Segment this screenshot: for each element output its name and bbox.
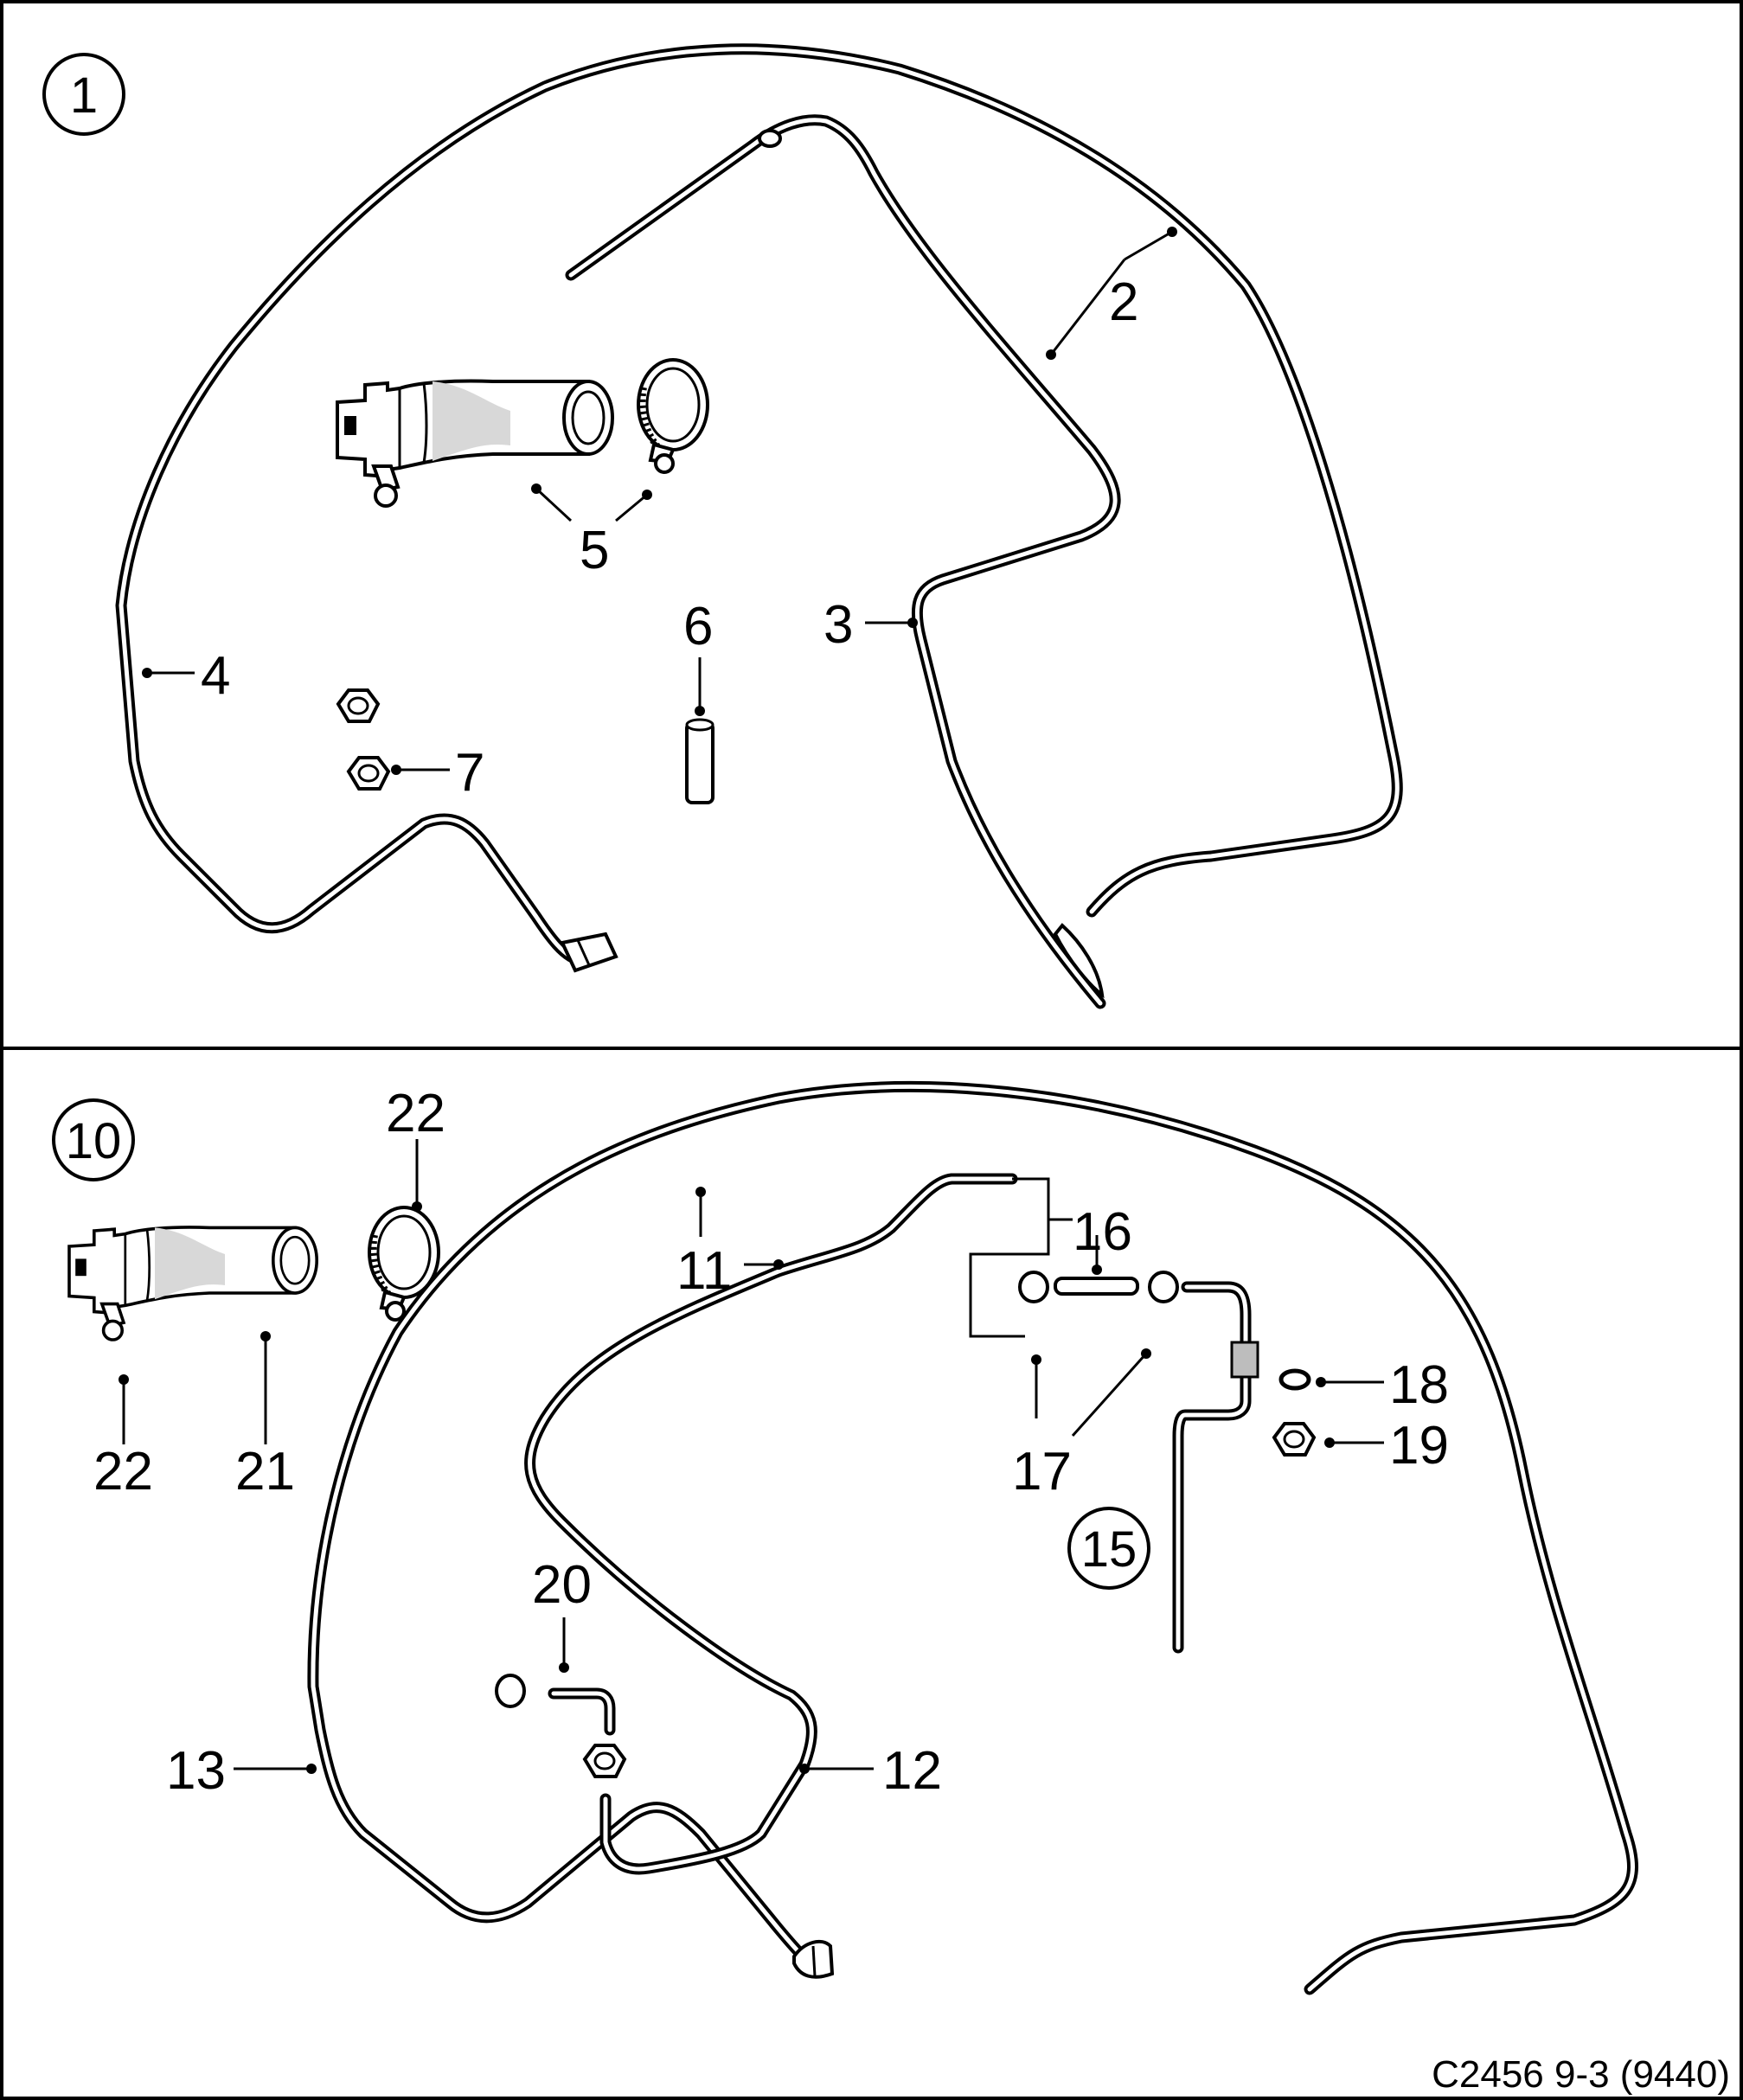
badge-10: 10 bbox=[52, 1098, 135, 1181]
brake-line-12 bbox=[524, 1173, 1018, 1875]
label-22-top: 22 bbox=[386, 1084, 445, 1143]
label-13: 13 bbox=[166, 1741, 226, 1801]
nut-7a bbox=[336, 688, 380, 723]
brake-line-4 bbox=[115, 43, 1403, 973]
badge-15: 15 bbox=[1067, 1507, 1150, 1590]
label-16: 16 bbox=[1073, 1202, 1132, 1262]
brake-hose-5 bbox=[336, 379, 614, 508]
badge-10-text: 10 bbox=[66, 1113, 122, 1169]
label-2: 2 bbox=[1109, 272, 1138, 332]
label-7: 7 bbox=[455, 743, 484, 803]
line-3-end-loop bbox=[1053, 923, 1105, 999]
label-5: 5 bbox=[580, 521, 609, 580]
line-3-connector bbox=[758, 129, 782, 148]
nut-19 bbox=[1272, 1422, 1316, 1457]
badge-1: 1 bbox=[42, 53, 125, 136]
label-4: 4 bbox=[201, 646, 230, 706]
brake-line-3 bbox=[565, 114, 1121, 1009]
badge-1-text: 1 bbox=[70, 67, 98, 124]
hose-clamp-5 bbox=[638, 360, 708, 472]
label-21: 21 bbox=[235, 1442, 295, 1501]
bottom-panel: 10 15 bbox=[52, 1081, 1730, 2096]
line-4-fitting bbox=[560, 932, 618, 973]
label-18: 18 bbox=[1389, 1355, 1449, 1415]
sleeve-6 bbox=[685, 718, 715, 804]
label-20: 20 bbox=[532, 1555, 592, 1615]
label-3: 3 bbox=[823, 595, 853, 655]
label-11: 11 bbox=[676, 1241, 732, 1301]
top-panel: 1 2 3 4 bbox=[42, 43, 1403, 1009]
badge-15-text: 15 bbox=[1081, 1521, 1137, 1578]
washer-18 bbox=[1278, 1368, 1311, 1391]
label-19: 19 bbox=[1389, 1416, 1449, 1476]
union-assembly-16 bbox=[1018, 1271, 1259, 1654]
nut-7b bbox=[347, 756, 390, 791]
hose-clamp-22 bbox=[369, 1207, 439, 1320]
label-12: 12 bbox=[882, 1741, 942, 1801]
label-22-bottom: 22 bbox=[93, 1442, 153, 1501]
union-assembly-20 bbox=[495, 1674, 626, 1778]
figure-code: C2456 9-3 (9440) bbox=[1432, 2053, 1730, 2096]
label-17: 17 bbox=[1012, 1442, 1072, 1501]
brake-line-13 bbox=[307, 1081, 1638, 1995]
label-6: 6 bbox=[683, 597, 713, 656]
brake-hose-21 bbox=[67, 1226, 319, 1341]
